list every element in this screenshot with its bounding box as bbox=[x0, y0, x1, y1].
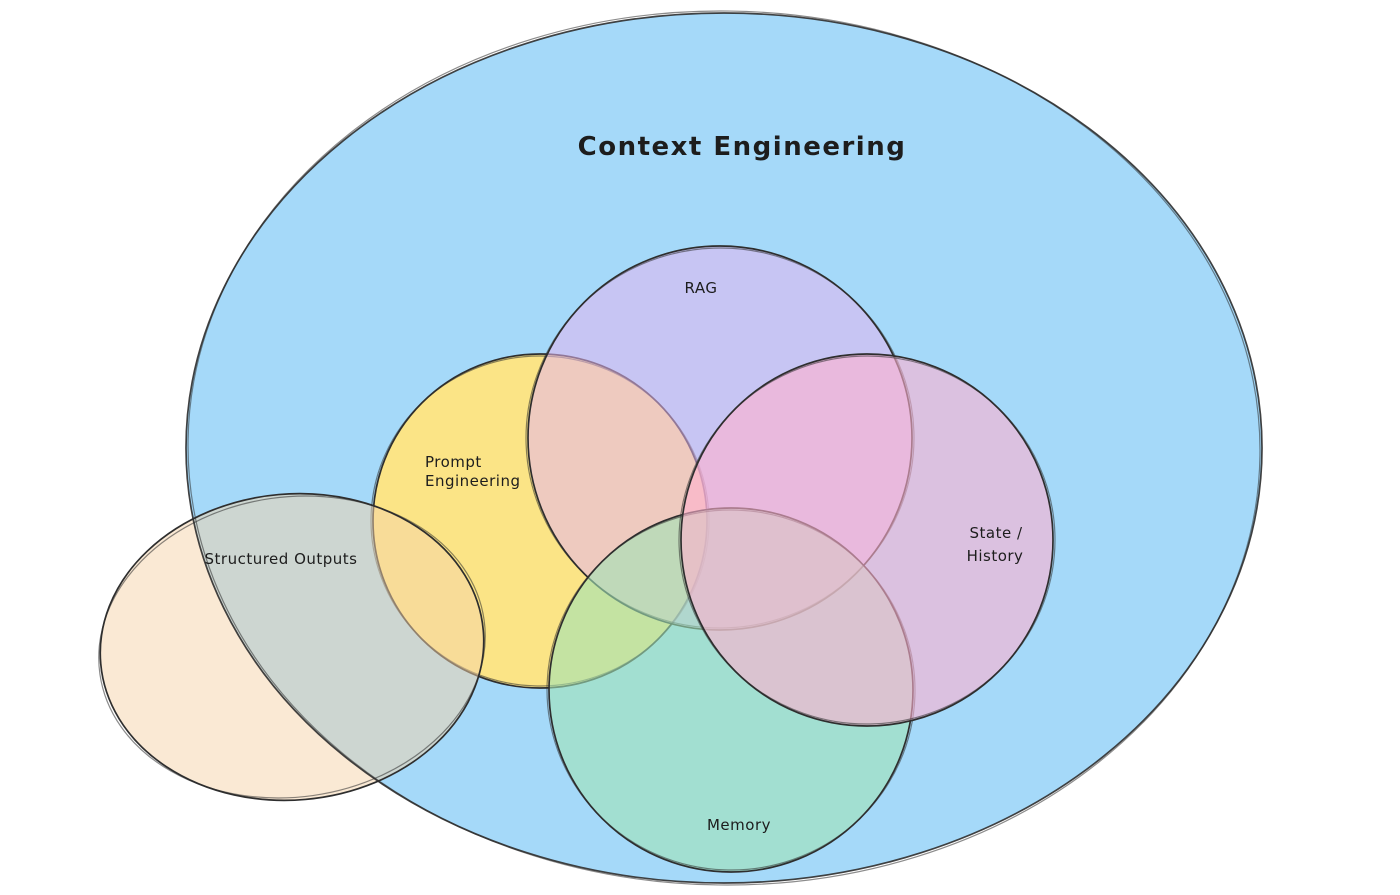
state-history-outline bbox=[680, 353, 1054, 727]
state-history-label-line2: History bbox=[967, 547, 1024, 565]
structured-outputs-outline-sketch bbox=[98, 495, 486, 799]
prompt-engineering-label-line2: Engineering bbox=[425, 472, 521, 490]
context-engineering-outline-sketch bbox=[187, 10, 1261, 886]
structured-outputs-outline bbox=[99, 492, 485, 802]
structured-outputs-label: Structured Outputs bbox=[205, 550, 358, 568]
diagram-title: Context Engineering bbox=[578, 132, 907, 162]
rag-label: RAG bbox=[685, 279, 718, 297]
state-history-label-line1: State / bbox=[969, 524, 1022, 542]
structured-outputs-fill bbox=[100, 493, 484, 801]
prompt-engineering-label-line1: Prompt bbox=[425, 453, 482, 471]
state-history-outline-sketch bbox=[678, 355, 1056, 725]
state-history-set bbox=[678, 353, 1056, 727]
memory-label: Memory bbox=[707, 816, 771, 834]
structured-outputs-set bbox=[98, 492, 486, 802]
context-engineering-outline bbox=[185, 12, 1263, 884]
state-history-fill bbox=[681, 354, 1053, 726]
context-engineering-outline-group bbox=[185, 10, 1263, 886]
